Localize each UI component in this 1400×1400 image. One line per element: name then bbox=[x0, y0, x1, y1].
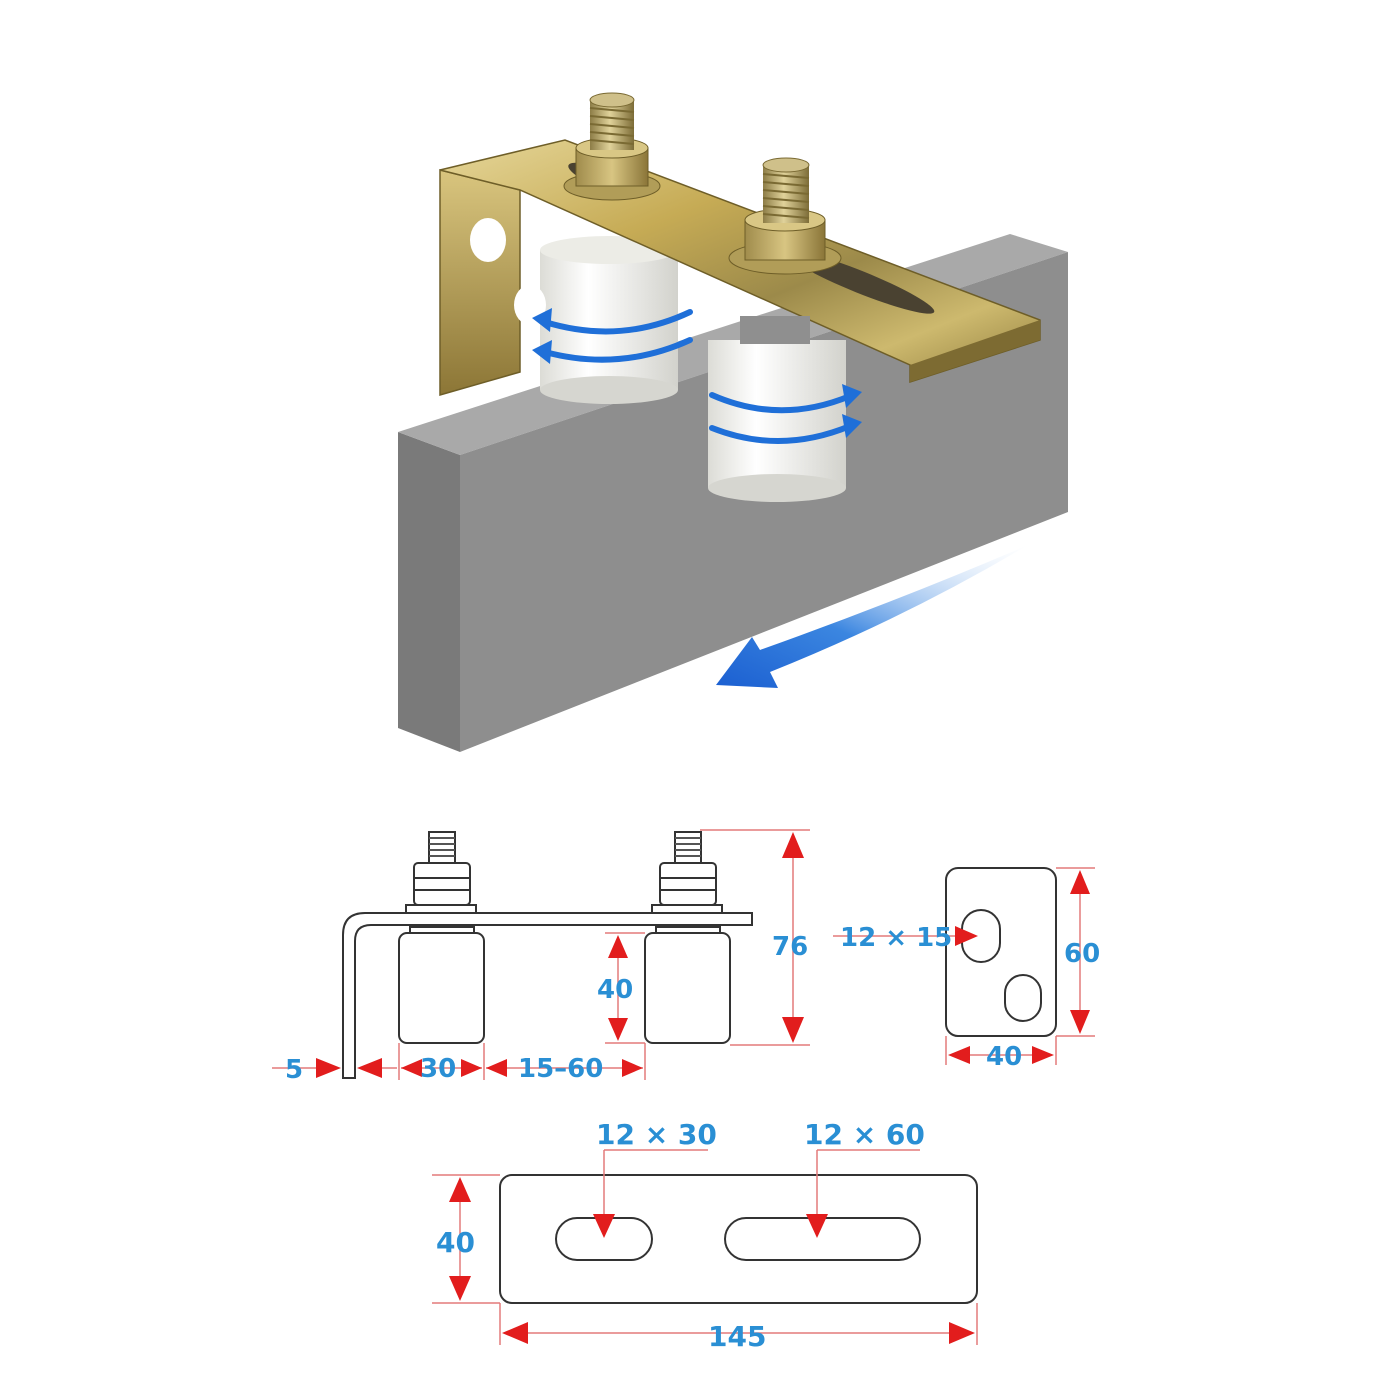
bolt-right bbox=[728, 157, 842, 275]
dim-slot-long: 12 × 60 bbox=[804, 1118, 925, 1151]
dim-height-total: 76 bbox=[772, 932, 808, 962]
curved-arrow-icon bbox=[542, 309, 853, 444]
dim-roller-width: 30 bbox=[420, 1054, 456, 1084]
dim-end-hole: 12 × 15 bbox=[840, 923, 952, 953]
curved-arrow-heads bbox=[532, 308, 862, 438]
dim-roller-height: 40 bbox=[597, 975, 633, 1005]
dim-top-width: 40 bbox=[436, 1226, 475, 1259]
dim-top-length: 145 bbox=[708, 1320, 766, 1353]
roller-left bbox=[540, 236, 678, 404]
side-bracket-outline bbox=[342, 912, 753, 1079]
side-roller-left bbox=[398, 831, 485, 1044]
bracket-end-plate bbox=[439, 169, 546, 396]
dim-slot-short: 12 × 30 bbox=[596, 1118, 717, 1151]
bolt-left bbox=[563, 92, 661, 201]
arrow-left-down-icon bbox=[716, 545, 1028, 688]
end-plate-hole-b bbox=[1004, 974, 1042, 1022]
top-plate-drawing: 12 × 30 12 × 60 40 145 bbox=[432, 1118, 978, 1353]
side-view-drawing: 76 40 5 30 15–60 bbox=[272, 829, 810, 1085]
end-plate-drawing: 12 × 15 60 40 bbox=[833, 867, 1100, 1072]
side-roller-right bbox=[644, 831, 731, 1044]
dim-plate-thickness: 5 bbox=[285, 1055, 303, 1085]
dim-end-width: 40 bbox=[986, 1042, 1022, 1072]
end-plate-hole-upper bbox=[470, 218, 506, 262]
dim-end-height: 60 bbox=[1064, 939, 1100, 969]
illustration-3d bbox=[398, 92, 1068, 752]
roller-right bbox=[708, 316, 846, 502]
rail-front-face bbox=[398, 432, 460, 752]
dim-roller-spacing: 15–60 bbox=[518, 1054, 603, 1084]
side-dimension-arrows bbox=[316, 832, 804, 1078]
